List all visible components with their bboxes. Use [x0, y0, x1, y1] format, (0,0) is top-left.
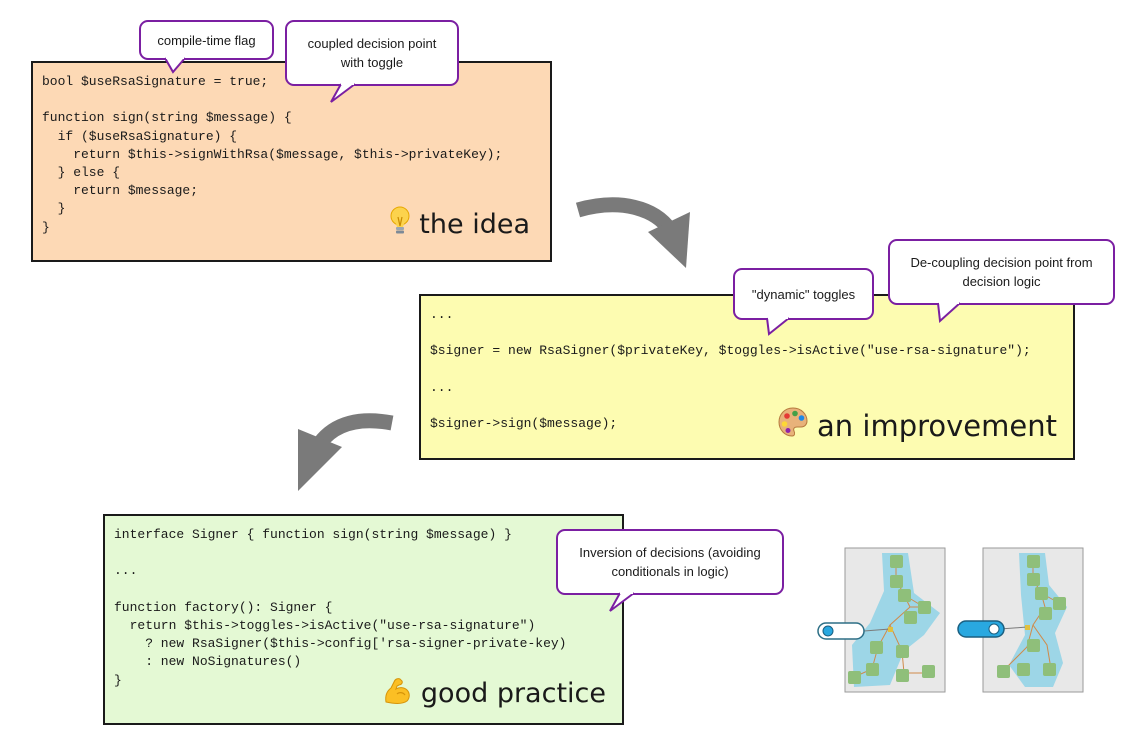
bubble-tail — [609, 591, 635, 612]
code-line — [42, 91, 502, 109]
idea-code-box: bool $useRsaSignature = true; function si… — [31, 61, 552, 262]
good-practice-caption: good practice — [381, 674, 606, 713]
good-practice-caption-text: good practice — [420, 678, 606, 709]
improvement-code-box: ... $signer = new RsaSigner($privateKey, … — [419, 294, 1075, 460]
code-line: } — [114, 672, 122, 688]
idea-caption-text: the idea — [419, 209, 530, 240]
arrow-improvement-to-good — [298, 413, 394, 491]
toggle-graph-off — [817, 547, 946, 693]
improvement-caption-text: an improvement — [817, 408, 1057, 443]
code-line: bool $useRsaSignature = true; — [42, 74, 269, 89]
code-line: ... — [114, 563, 138, 579]
compile-time-flag-bubble: compile-time flag — [139, 20, 274, 74]
code-line: ... — [430, 307, 454, 322]
code-line: return $this->toggles->isActive("use-rsa… — [114, 617, 536, 633]
inversion-bubble: Inversion of decisions (avoiding conditi… — [556, 529, 784, 612]
code-line: return $this->signWithRsa($message, $thi… — [42, 146, 503, 162]
bubble-tail — [164, 56, 186, 74]
code-line: function factory(): Signer { — [114, 599, 333, 615]
code-line: $signer->sign($message); — [430, 416, 618, 432]
bubble-tail — [937, 301, 961, 324]
bubble-tail — [766, 316, 790, 336]
bubble-tail — [330, 82, 356, 103]
code-line: } — [42, 201, 66, 217]
code-line — [114, 581, 566, 599]
code-line: ? new RsaSigner($this->config['rsa-signe… — [114, 636, 567, 652]
coupled-decision-bubble: coupled decision point with toggle — [285, 20, 459, 103]
code-line — [430, 324, 1031, 342]
code-line: return $message; — [42, 183, 199, 199]
arrow-idea-to-improvement — [575, 197, 690, 268]
flexed-biceps-icon — [381, 674, 413, 713]
code-line — [430, 361, 1031, 379]
code-line: function sign(string $message) { — [42, 110, 292, 126]
code-line — [114, 544, 566, 562]
good-practice-code-block: interface Signer { function sign(string … — [114, 526, 566, 690]
improvement-caption: an improvement — [777, 406, 1057, 445]
palette-icon — [777, 406, 809, 445]
improvement-code-block: ... $signer = new RsaSigner($privateKey, … — [430, 306, 1031, 433]
light-bulb-icon — [389, 205, 411, 244]
code-line: $signer = new RsaSigner($privateKey, $to… — [430, 343, 1031, 359]
decoupling-bubble: De-coupling decision point from decision… — [888, 239, 1115, 324]
toggle-graph-on — [957, 547, 1084, 693]
dynamic-toggles-bubble: "dynamic" toggles — [733, 268, 874, 336]
code-line: : new NoSignatures() — [114, 654, 302, 670]
code-line: } else { — [42, 164, 121, 180]
code-line: interface Signer { function sign(string … — [114, 527, 512, 542]
idea-caption: the idea — [389, 205, 530, 244]
code-line: ... — [430, 379, 454, 395]
good-practice-code-box: interface Signer { function sign(string … — [103, 514, 624, 725]
code-line: } — [42, 219, 50, 235]
idea-code-block: bool $useRsaSignature = true; function si… — [42, 73, 502, 237]
code-line: if ($useRsaSignature) { — [42, 128, 238, 144]
